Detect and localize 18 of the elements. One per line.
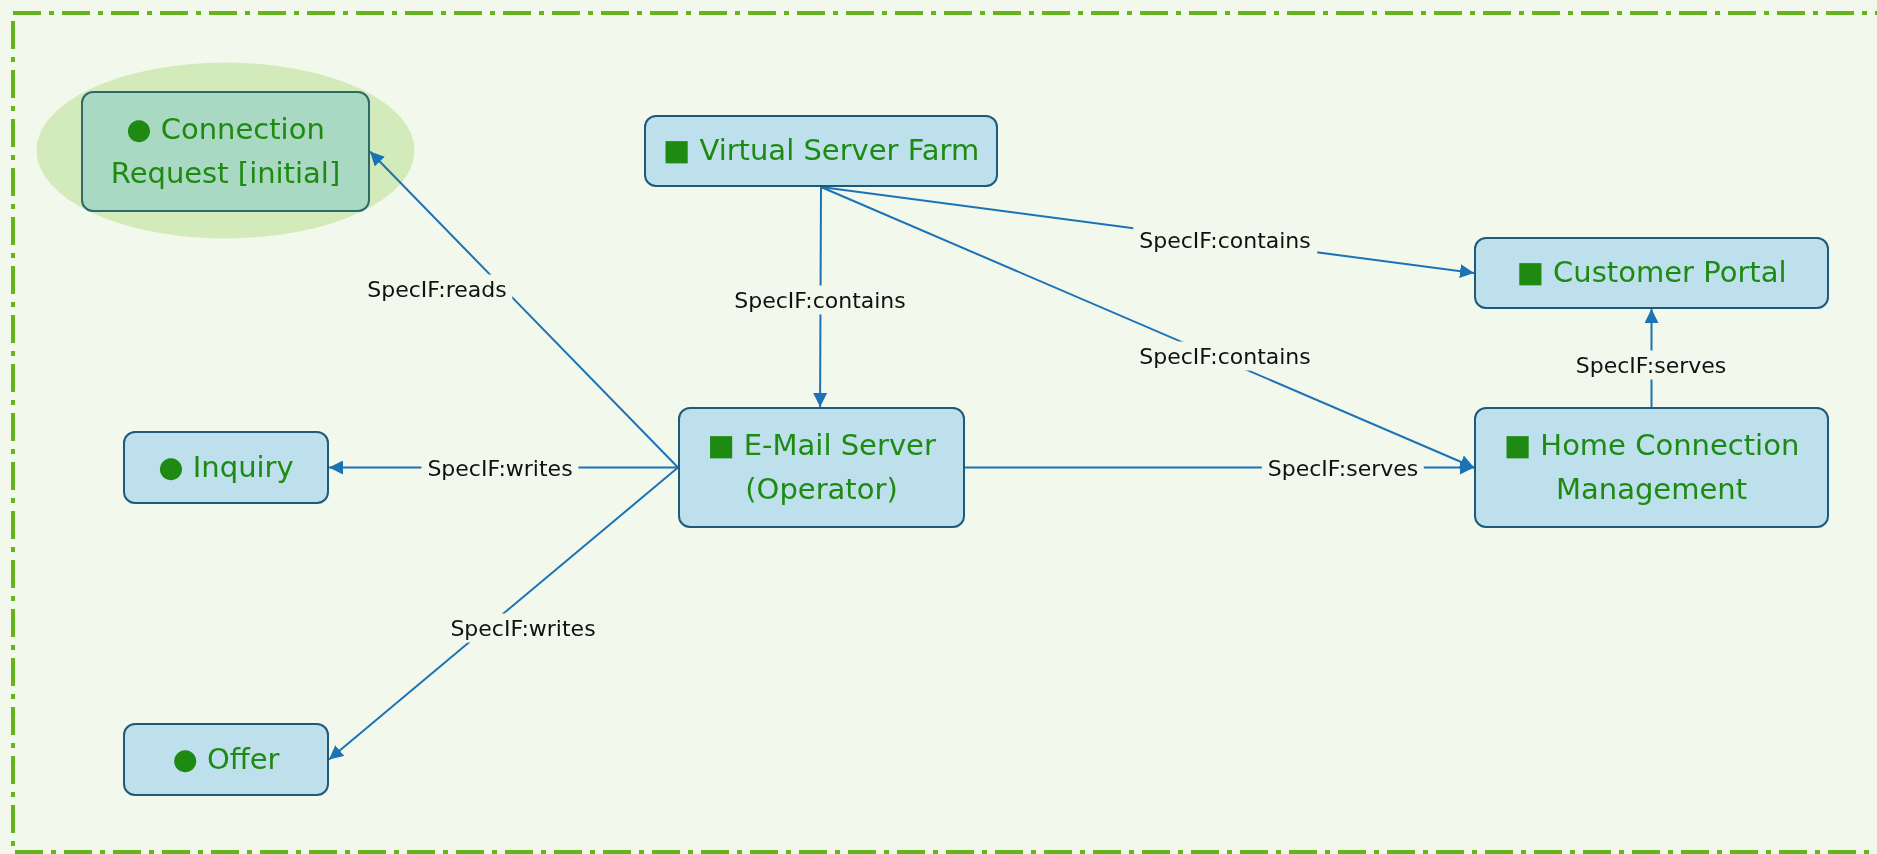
box-label: ● Connection Request [initial] [109, 111, 342, 192]
process-box [678, 407, 965, 528]
box-label: ■ Home Connection Management [1502, 427, 1801, 508]
box-label: ■ E-Mail Server (Operator) [706, 427, 937, 508]
arrow [369, 150, 679, 469]
process-box [1474, 407, 1829, 528]
process-box [644, 115, 998, 187]
edge-label: SpecIF:contains [1133, 225, 1317, 255]
process-box [81, 91, 370, 212]
box-label: ■ Virtual Server Farm [662, 132, 980, 170]
box-label: ● Inquiry [158, 448, 294, 486]
process-box [1474, 237, 1829, 309]
box-label: ● Offer [172, 740, 280, 778]
box-label: ■ Customer Portal [1516, 254, 1787, 292]
process-box [123, 431, 329, 504]
arrow [328, 466, 679, 761]
arrow [820, 186, 1475, 469]
process-box [123, 723, 329, 796]
